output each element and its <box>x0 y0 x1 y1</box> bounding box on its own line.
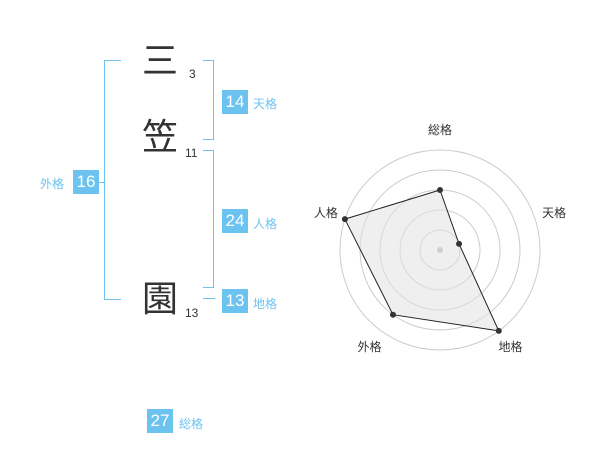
axis-label-2: 天格 <box>542 205 566 220</box>
radar-point-3 <box>495 327 502 334</box>
gaikaku-value: 16 <box>73 170 99 194</box>
soukaku-label: 総格 <box>179 417 204 431</box>
axis-label-3: 地格 <box>499 339 523 354</box>
chikaku-label: 地格 <box>253 297 278 311</box>
jinkaku-value: 24 <box>222 209 248 233</box>
stroke-count-1: 3 <box>189 67 196 81</box>
axis-label-4: 外格 <box>357 339 381 354</box>
radar-point-5 <box>341 216 348 223</box>
jinkaku-bracket <box>203 150 214 288</box>
radar-point-1 <box>437 187 443 193</box>
radar-point-2 <box>456 240 463 247</box>
gaikaku-label: 外格 <box>40 177 65 191</box>
tenkaku-bracket <box>203 60 214 140</box>
name-char-2: 笠 <box>142 117 179 158</box>
outer-connector <box>96 182 104 183</box>
axis-label-5: 人格 <box>314 205 338 220</box>
name-char-3: 園 <box>142 279 179 320</box>
outer-bracket <box>104 60 121 300</box>
stroke-count-2: 11 <box>185 146 198 160</box>
stroke-count-3: 13 <box>185 306 199 320</box>
radar-polygon <box>344 189 500 332</box>
tenkaku-label: 天格 <box>253 97 278 111</box>
radar-point-4 <box>389 311 396 318</box>
grid-ring-5 <box>339 149 541 351</box>
axis-label-1: 総格 <box>428 122 452 137</box>
chikaku-connector <box>203 298 215 299</box>
name-char-1: 三 <box>142 41 179 82</box>
jinkaku-label: 人格 <box>253 217 278 231</box>
soukaku-value: 27 <box>147 409 173 433</box>
tenkaku-value: 14 <box>222 90 248 114</box>
chikaku-value: 13 <box>222 289 248 313</box>
